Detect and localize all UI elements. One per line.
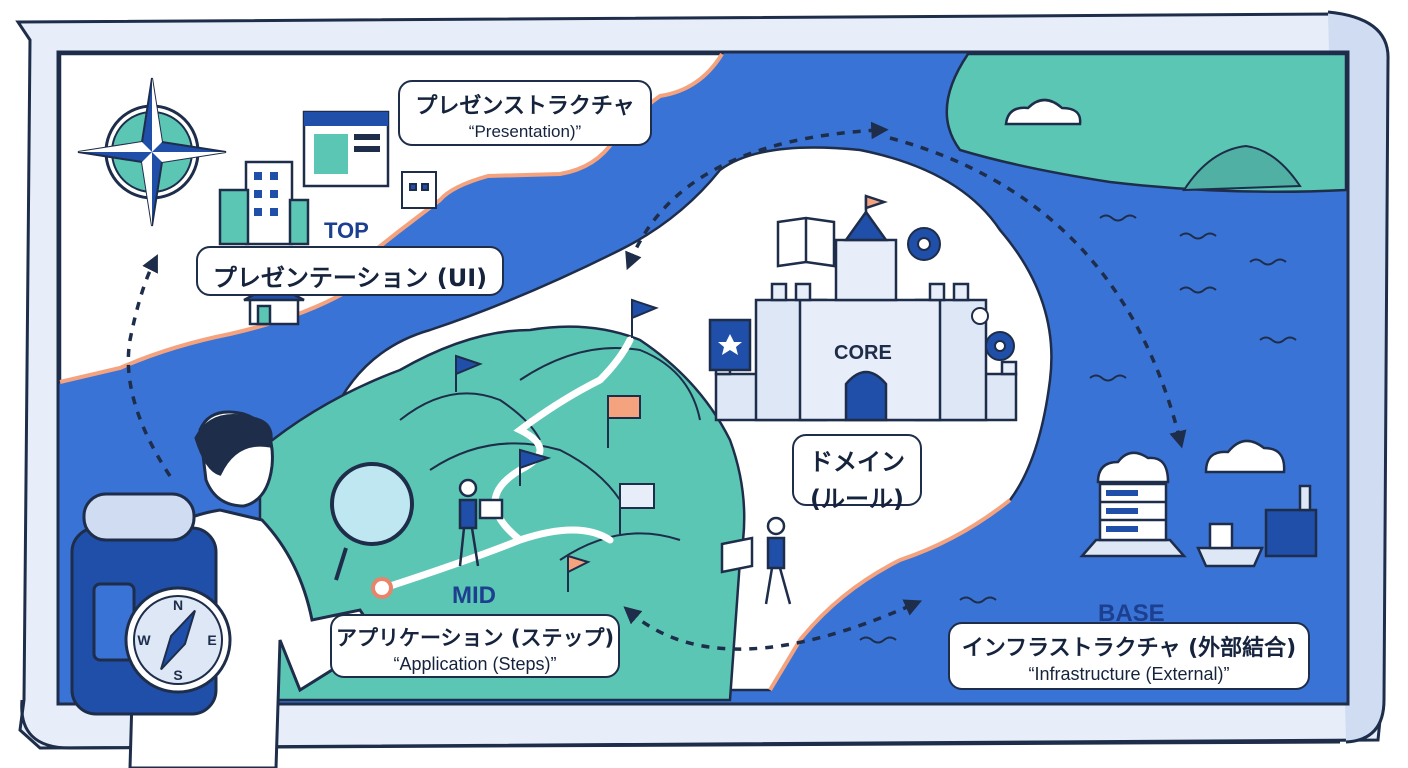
presentation-title-box: プレゼンストラクチャ “Presentation)” <box>398 80 652 146</box>
tier-top: TOP <box>324 218 369 244</box>
presentation-title-en: “Presentation)” <box>400 122 650 142</box>
presentation-title-jp: プレゼンストラクチャ <box>400 88 650 120</box>
trail-start-marker <box>373 579 391 597</box>
compass-n: N <box>173 597 183 613</box>
compass-icon: N S W E <box>126 588 230 692</box>
compass-w: W <box>137 632 151 648</box>
domain-label-line2: (ルール) <box>794 479 920 514</box>
compass-s: S <box>173 667 182 683</box>
domain-label-line1: ドメイン <box>794 442 920 477</box>
castle-core-label: CORE <box>834 342 892 365</box>
building-icon <box>402 172 436 208</box>
presentation-main-label: プレゼンテーション (UI) <box>196 246 504 296</box>
application-label-jp: アプリケーション (ステップ) <box>332 622 618 652</box>
presentation-main-text: プレゼンテーション (UI) <box>198 258 502 293</box>
infrastructure-label-en: “Infrastructure (External)” <box>950 664 1308 685</box>
application-label: アプリケーション (ステップ) “Application (Steps)” <box>330 614 620 678</box>
infrastructure-label: インフラストラクチャ (外部結合) “Infrastructure (Exter… <box>948 622 1310 690</box>
compass-e: E <box>207 632 216 648</box>
tier-mid: MID <box>452 582 496 610</box>
application-label-en: “Application (Steps)” <box>332 654 618 675</box>
infrastructure-label-jp: インフラストラクチャ (外部結合) <box>950 630 1308 662</box>
domain-label: ドメイン (ルール) <box>792 434 922 506</box>
browser-window-icon <box>304 112 388 186</box>
